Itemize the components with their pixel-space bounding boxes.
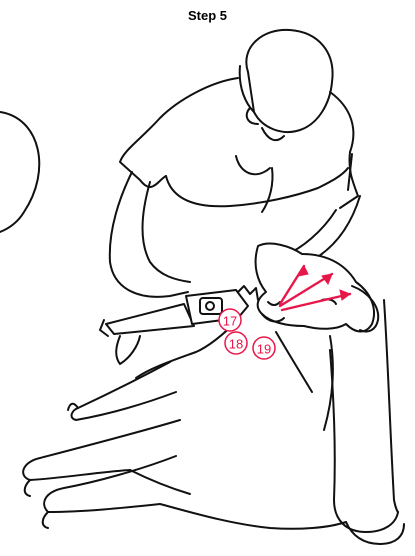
callout-19-label: 19 — [257, 342, 271, 357]
person-right-arm — [284, 196, 360, 258]
magnifier-circle-edge — [0, 112, 39, 232]
callout-18-label: 18 — [229, 337, 243, 352]
callout-19: 19 — [253, 337, 275, 359]
person-boots — [330, 300, 404, 544]
person-left-arm — [110, 172, 190, 297]
goat-hind-legs — [23, 420, 346, 529]
person-head — [240, 30, 333, 140]
callout-17: 17 — [219, 309, 241, 331]
goat-head — [256, 244, 379, 332]
callout-18: 18 — [225, 332, 247, 354]
goat-front-leg — [68, 362, 176, 420]
callout-17-label: 17 — [223, 314, 237, 329]
